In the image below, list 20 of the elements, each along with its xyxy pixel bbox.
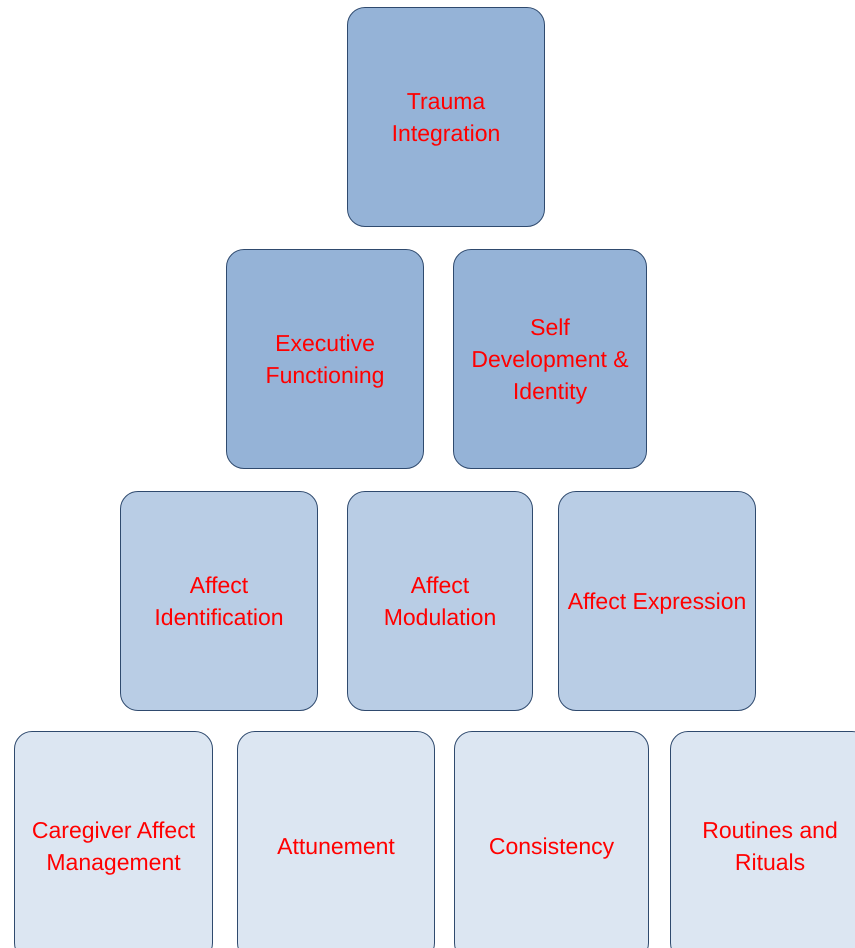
skill-box bbox=[14, 731, 213, 948]
skill-box bbox=[453, 249, 647, 469]
skill-label: Routines and Rituals bbox=[701, 816, 839, 877]
skill-label: Affect Modulation bbox=[382, 571, 498, 632]
skill-label: Attunement bbox=[277, 832, 395, 861]
skill-box bbox=[454, 731, 649, 948]
skill-box bbox=[558, 491, 756, 711]
skill-label: Affect Identification bbox=[153, 571, 285, 632]
skill-box bbox=[347, 7, 545, 227]
skill-box bbox=[237, 731, 435, 948]
skill-box bbox=[120, 491, 318, 711]
skill-label: Consistency bbox=[488, 832, 614, 861]
skill-box bbox=[670, 731, 855, 948]
skill-box bbox=[226, 249, 424, 469]
skill-label: Executive Functioning bbox=[264, 329, 386, 390]
skill-label: Affect Expression bbox=[568, 587, 746, 616]
skill-box bbox=[347, 491, 533, 711]
skill-label: Caregiver Affect Management bbox=[30, 816, 196, 877]
skill-label: Self Development & Identity bbox=[470, 313, 630, 406]
skill-label: Trauma Integration bbox=[390, 87, 502, 148]
